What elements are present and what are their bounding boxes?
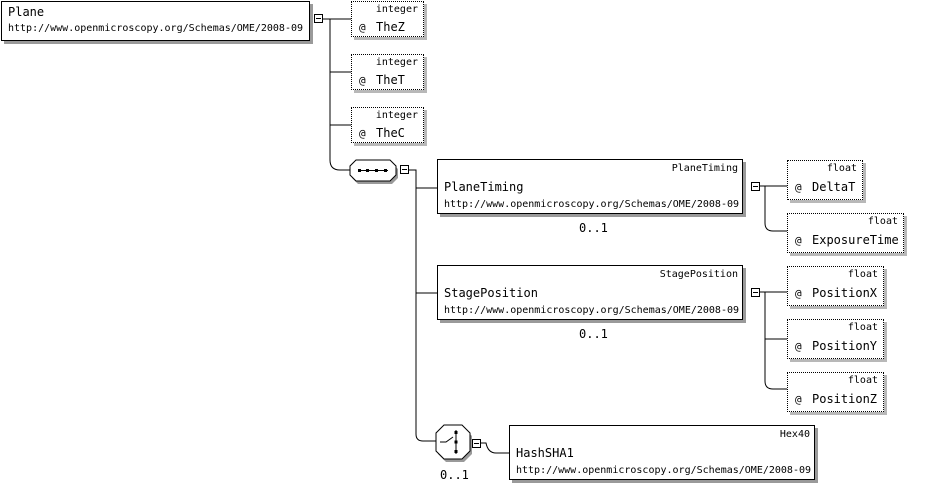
- attribute-type: float: [867, 216, 898, 227]
- attribute-type: integer: [375, 57, 418, 68]
- occurrence-label: 0..1: [579, 327, 608, 341]
- choice-compositor-icon[interactable]: [435, 424, 473, 464]
- attribute-at-icon: @: [795, 393, 802, 406]
- attribute-type: float: [847, 322, 878, 333]
- element-name: StagePosition: [444, 286, 538, 300]
- root-element-plane[interactable]: Plane http://www.openmicroscopy.org/Sche…: [1, 1, 310, 41]
- attribute-at-icon: @: [795, 287, 802, 300]
- attribute-at-icon: @: [359, 127, 366, 140]
- element-stageposition[interactable]: StagePosition StagePosition http://www.o…: [437, 265, 743, 320]
- attribute-name: PositionZ: [812, 392, 878, 406]
- attribute-positionz[interactable]: float @ PositionZ: [787, 372, 884, 412]
- attribute-thec[interactable]: integer @ TheC: [351, 107, 424, 143]
- element-name: Plane: [8, 5, 45, 19]
- attribute-name: TheT: [376, 73, 405, 87]
- attribute-at-icon: @: [359, 21, 366, 34]
- collapse-toggle-plane[interactable]: [314, 14, 323, 23]
- attribute-type: float: [847, 269, 878, 280]
- attribute-positionx[interactable]: float @ PositionX: [787, 266, 884, 306]
- attribute-positiony[interactable]: float @ PositionY: [787, 319, 884, 359]
- collapse-toggle-choice[interactable]: [472, 439, 481, 448]
- attribute-type: float: [847, 375, 878, 386]
- attribute-name: PositionY: [812, 339, 878, 353]
- collapse-toggle-sequence[interactable]: [400, 165, 409, 174]
- collapse-toggle-planetiming[interactable]: [751, 182, 760, 191]
- attribute-at-icon: @: [359, 74, 366, 87]
- element-namespace: http://www.openmicroscopy.org/Schemas/OM…: [8, 23, 304, 34]
- attribute-type: integer: [375, 110, 418, 121]
- attribute-type: integer: [375, 4, 418, 15]
- attribute-thez[interactable]: integer @ TheZ: [351, 1, 424, 37]
- attribute-type: float: [826, 163, 857, 174]
- element-name: PlaneTiming: [444, 180, 524, 194]
- element-planetiming[interactable]: PlaneTiming PlaneTiming http://www.openm…: [437, 159, 743, 214]
- element-namespace: http://www.openmicroscopy.org/Schemas/OM…: [444, 305, 740, 316]
- element-namespace: http://www.openmicroscopy.org/Schemas/OM…: [444, 199, 740, 210]
- element-name: HashSHA1: [516, 446, 574, 460]
- collapse-toggle-stageposition[interactable]: [751, 288, 760, 297]
- attribute-exposuretime[interactable]: float @ ExposureTime: [787, 213, 904, 253]
- attribute-deltat[interactable]: float @ DeltaT: [787, 160, 863, 200]
- occurrence-label: 0..1: [440, 468, 469, 482]
- attribute-at-icon: @: [795, 181, 802, 194]
- element-namespace: http://www.openmicroscopy.org/Schemas/OM…: [516, 465, 812, 476]
- attribute-name: ExposureTime: [812, 233, 899, 247]
- attribute-name: TheZ: [376, 20, 405, 34]
- element-type: StagePosition: [659, 269, 738, 280]
- attribute-at-icon: @: [795, 234, 802, 247]
- attribute-at-icon: @: [795, 340, 802, 353]
- element-type: PlaneTiming: [671, 163, 738, 174]
- element-hashsha1[interactable]: Hex40 HashSHA1 http://www.openmicroscopy…: [509, 425, 815, 480]
- attribute-thet[interactable]: integer @ TheT: [351, 54, 424, 90]
- attribute-name: DeltaT: [812, 180, 856, 194]
- occurrence-label: 0..1: [579, 221, 608, 235]
- attribute-name: TheC: [376, 126, 405, 140]
- attribute-name: PositionX: [812, 286, 878, 300]
- sequence-compositor-icon[interactable]: [349, 159, 398, 184]
- element-type: Hex40: [779, 429, 810, 440]
